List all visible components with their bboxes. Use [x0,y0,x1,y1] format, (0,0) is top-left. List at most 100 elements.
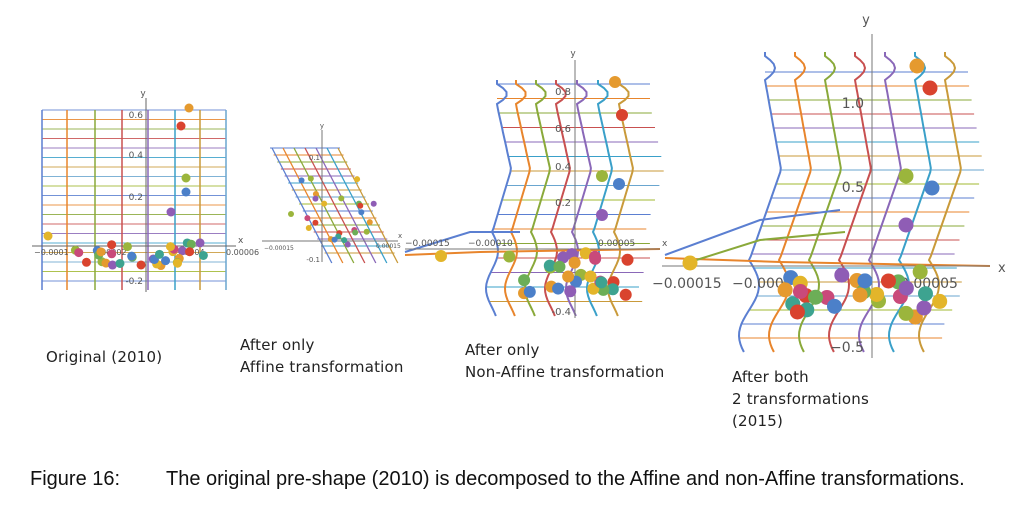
x-axis-name: x [238,236,244,246]
figure-panels: yx0.60.40.2-0.2−0.00010.000020.000040.00… [32,13,1006,430]
grid-line [315,147,377,264]
grid-line [304,147,366,264]
y-tick-label: 0.4 [129,151,144,161]
figure-caption: Figure 16:The original pre-shape (2010) … [30,467,1020,492]
data-point [435,250,447,262]
data-point [792,283,808,299]
x-tick-label: −0.00015 [405,239,450,249]
data-point [579,247,592,260]
grid-line [689,231,846,263]
data-point [898,305,914,321]
data-point [186,239,196,249]
y-tick-label: -0.1 [306,256,320,264]
data-point [596,170,608,182]
data-point [898,280,914,296]
caption-number: Figure 16: [30,468,121,490]
grid-line [543,80,571,317]
data-point [609,76,621,88]
data-point [43,231,53,241]
data-point [136,260,146,270]
data-point [552,282,565,295]
data-point [177,246,187,256]
data-point [777,282,793,298]
x-axis-name: x [398,232,402,240]
data-point [595,276,608,289]
x-tick-label: −0.0001 [34,248,69,257]
data-point [553,260,566,273]
data-point [564,285,577,298]
grid-line [827,52,872,353]
grid-line [664,257,991,267]
panel-original-plot: yx0.60.40.2-0.2−0.00010.000020.000040.00… [32,89,259,292]
x-tick-label: 0.00006 [226,248,259,257]
data-point [107,260,117,270]
data-point [288,211,294,217]
y-tick-label: 0.1 [309,154,320,162]
y-axis-name: y [140,89,146,99]
data-point [584,270,597,283]
data-point [916,300,932,316]
data-point [357,202,364,209]
x-tick-label: −0.00010 [468,239,513,249]
x-tick-label: 0.00005 [900,276,958,292]
x-tick-label: −0.00015 [264,245,294,252]
data-point [107,249,117,259]
data-point [857,273,873,289]
y-axis-name: y [570,49,576,59]
y-tick-label: 0.4 [555,162,571,173]
data-point [370,200,377,207]
data-point [826,298,842,314]
data-point [880,273,896,289]
figure-svg: yx0.60.40.2-0.2−0.00010.000020.000040.00… [32,13,1006,358]
data-point [81,257,91,267]
data-point [115,258,125,268]
y-tick-label: 1.0 [842,96,864,112]
grid-line [337,147,399,264]
grid-line [282,147,344,264]
data-point [338,195,345,202]
data-point [562,270,575,283]
y-tick-label: 0.6 [129,111,144,121]
x-tick-label: 0.00015 [376,243,401,250]
data-point [312,195,319,202]
y-tick-label: 0.2 [129,193,143,203]
x-axis-name: x [998,261,1006,276]
data-point [621,253,634,266]
y-tick-label: 0.6 [555,124,571,135]
data-point [503,250,516,263]
panel-label-original: Original (2010) [46,348,163,366]
data-point [682,255,698,271]
y-tick-label: −0.5 [830,340,864,356]
grid-line [404,231,520,253]
data-point [312,219,319,226]
data-point [165,242,175,252]
panel-label-affine: After only Affine transformation [240,336,404,376]
data-point [523,285,536,298]
data-point [518,274,531,287]
data-point [344,241,351,248]
x-tick-label: 0.00005 [598,239,635,249]
data-point [161,256,171,266]
data-point [543,259,556,272]
data-point [341,237,348,244]
data-point [898,168,914,184]
y-tick-label: -0.2 [125,277,143,287]
data-point [176,121,186,131]
data-point [363,228,370,235]
grid-line [484,80,512,317]
data-point [173,258,183,268]
grid-line [737,52,782,353]
data-point [122,242,132,252]
data-point [331,236,338,243]
data-point [922,80,938,96]
data-point [195,238,205,248]
y-tick-label: 0.5 [842,180,864,196]
data-point [127,251,137,261]
data-point [74,248,84,258]
y-tick-label: 0.8 [555,87,571,98]
data-point [917,286,933,302]
grid-line [664,209,841,256]
data-point [181,173,191,183]
